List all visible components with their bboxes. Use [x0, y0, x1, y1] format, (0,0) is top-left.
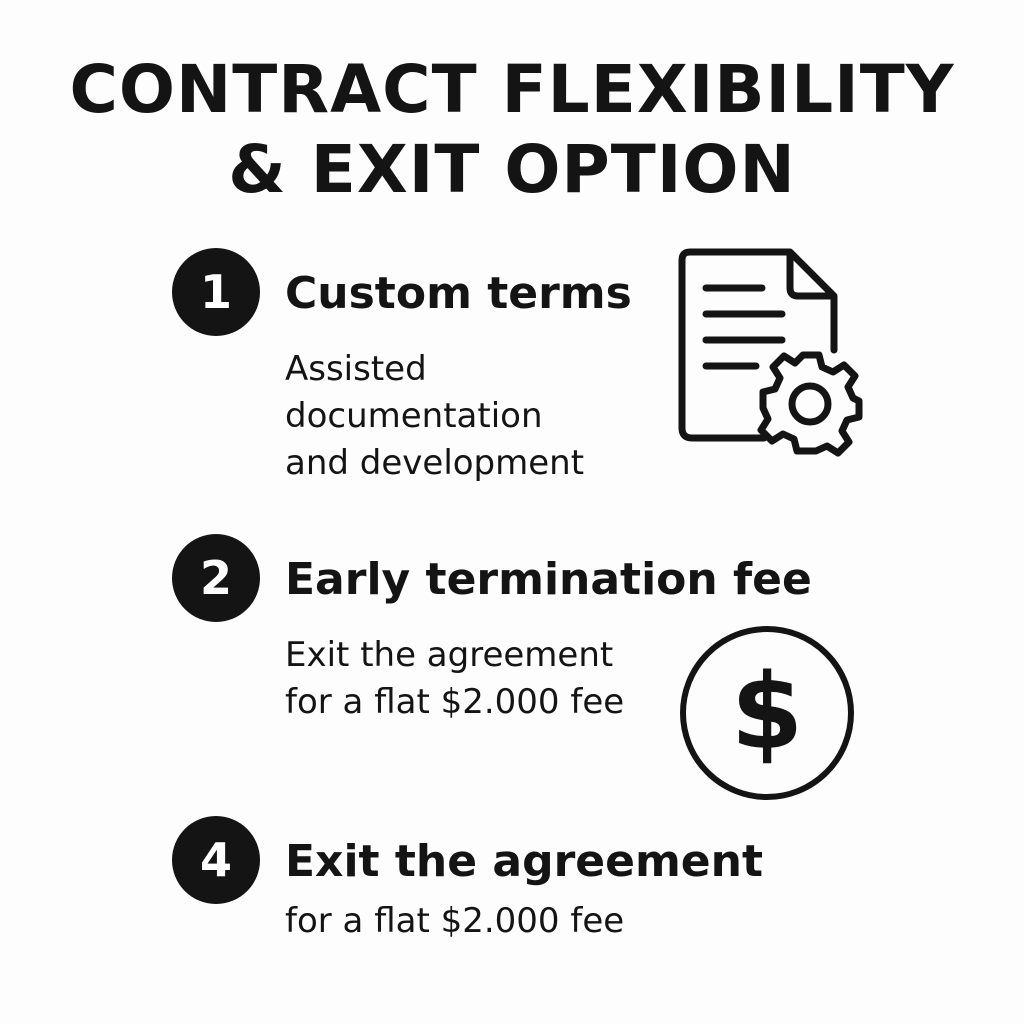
item-heading-early-termination-fee: Early termination fee — [285, 554, 812, 605]
description-line: Assisted — [285, 349, 427, 389]
description-line: and development — [285, 443, 585, 483]
description-line: for a flat $2.000 fee — [285, 901, 625, 941]
document-gear-icon — [678, 248, 863, 457]
description-line: documentation — [285, 396, 543, 436]
item-description-custom-terms: Assisted documentation and development — [285, 346, 584, 487]
title-line-2: & EXIT OPTION — [228, 131, 796, 208]
page-title: CONTRACT FLEXIBILITY & EXIT OPTION — [0, 50, 1024, 210]
item-heading-custom-terms: Custom terms — [285, 268, 632, 319]
dollar-circle-icon: $ — [680, 626, 854, 800]
step-number: 4 — [199, 833, 232, 887]
step-badge-1: 1 — [172, 248, 260, 336]
item-heading-exit-the-agreement: Exit the agreement — [285, 836, 764, 887]
description-line: Exit the agreement — [285, 635, 614, 675]
step-number: 2 — [199, 551, 232, 605]
item-description-early-termination-fee: Exit the agreement for a flat $2.000 fee — [285, 632, 624, 726]
step-number: 1 — [199, 265, 232, 319]
item-description-exit-the-agreement: for a flat $2.000 fee — [285, 898, 624, 945]
svg-text:$: $ — [731, 651, 803, 773]
description-line: for a flat $2.000 fee — [285, 682, 625, 722]
title-line-1: CONTRACT FLEXIBILITY — [69, 51, 955, 128]
step-badge-2: 2 — [172, 534, 260, 622]
step-badge-4: 4 — [172, 816, 260, 904]
